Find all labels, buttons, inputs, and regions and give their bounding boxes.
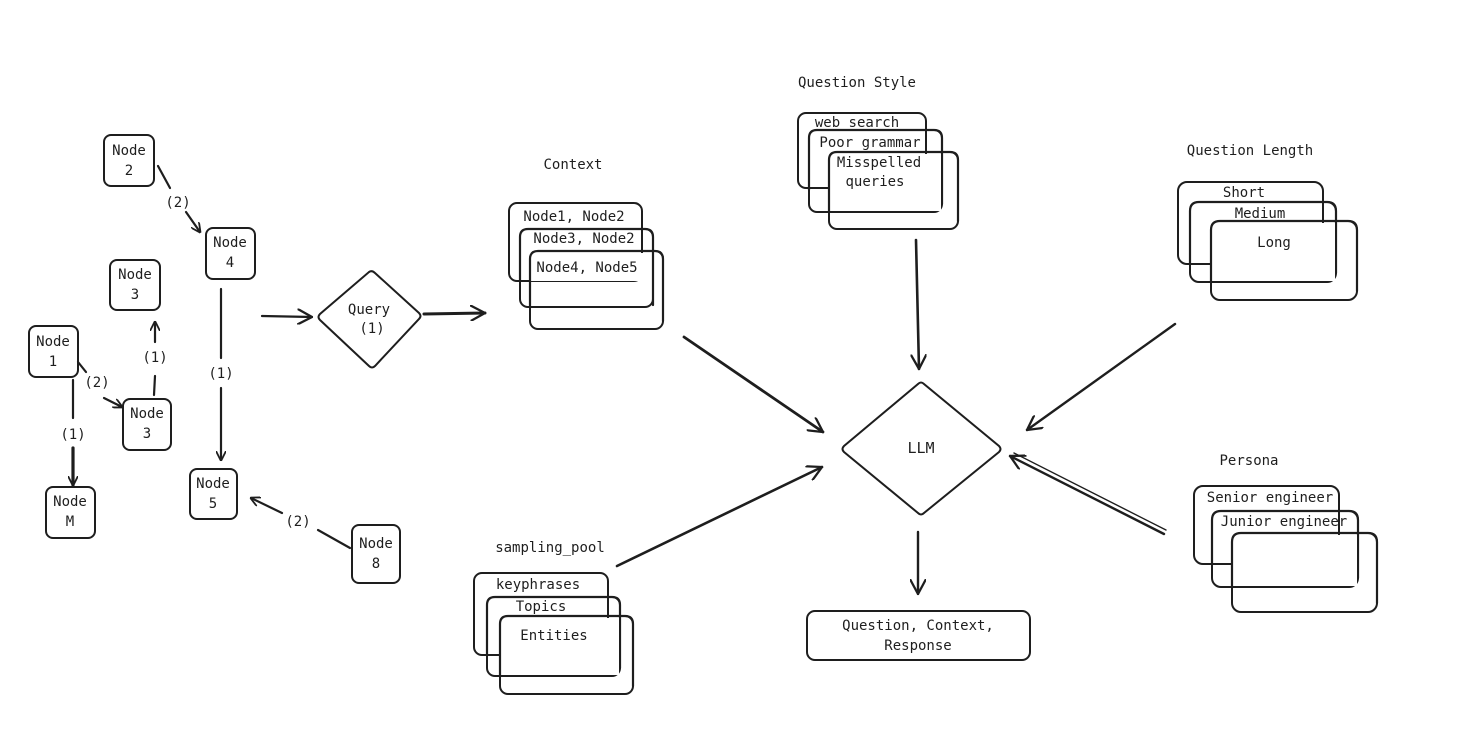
edge-node1-nodem-label: (1) xyxy=(60,427,85,443)
node-3-top: Node 3 xyxy=(109,259,161,311)
node-5-id: 5 xyxy=(209,496,217,512)
edge-node1-to-node3: (2) xyxy=(76,360,122,407)
edge-node3-to-node3: (1) xyxy=(142,320,168,397)
question-length-group: Question Length Short Medium Long xyxy=(1177,143,1359,301)
edge-node4-to-node5: (1) xyxy=(208,287,234,462)
edge-node8-to-node5: (2) xyxy=(251,498,352,550)
node-3-mid-id: 3 xyxy=(143,426,151,442)
arrow-sampling-to-llm xyxy=(615,467,822,568)
node-3-top-id: 3 xyxy=(131,287,139,303)
node-1-label: Node xyxy=(36,334,70,350)
node-8: Node 8 xyxy=(351,524,401,584)
node-2-id: 2 xyxy=(125,163,133,179)
node-1: Node 1 xyxy=(28,325,79,378)
arrow-context-to-llm xyxy=(682,335,823,434)
question-length-medium: Medium xyxy=(1235,206,1286,222)
question-style-queries: queries xyxy=(845,174,904,190)
persona-senior-engineer: Senior engineer xyxy=(1207,490,1333,506)
question-length-title: Question Length xyxy=(1187,143,1313,159)
edge-node2-to-node4: (2) xyxy=(156,164,200,232)
persona-title: Persona xyxy=(1219,453,1278,469)
edge-node1-node3-label: (2) xyxy=(84,375,109,391)
persona-group: Persona Senior engineer Junior engineer xyxy=(1193,453,1379,613)
persona-junior-engineer: Junior engineer xyxy=(1221,514,1347,530)
edge-node3-node3-label: (1) xyxy=(142,350,167,366)
node-m-id: M xyxy=(66,514,74,530)
arrow-persona-to-llm xyxy=(1010,452,1167,536)
sampling-pool-topics: Topics xyxy=(516,599,567,615)
question-style-group: Question Style web search Poor grammar M… xyxy=(797,75,960,230)
arrow-style-to-llm xyxy=(916,238,919,369)
llm-label: LLM xyxy=(907,439,934,457)
question-style-title: Question Style xyxy=(798,75,916,91)
question-style-misspelled: Misspelled xyxy=(837,155,921,171)
context-group: Context Node1, Node2 Node3, Node2 Node4,… xyxy=(508,157,665,330)
node-5-label: Node xyxy=(196,476,230,492)
output-line-2: Response xyxy=(884,638,951,654)
node-3-mid: Node 3 xyxy=(122,398,172,451)
edge-node8-node5-label: (2) xyxy=(285,514,310,530)
node-m: Node M xyxy=(45,486,96,539)
question-style-web-search: web search xyxy=(815,115,899,131)
arrow-query-to-context xyxy=(422,313,487,314)
output-box: Question, Context, Response xyxy=(806,610,1031,661)
question-length-short: Short xyxy=(1223,185,1265,201)
node-8-label: Node xyxy=(359,536,393,552)
node-2: Node 2 xyxy=(103,134,155,187)
arrow-graph-to-query xyxy=(260,316,312,317)
question-style-poor-grammar: Poor grammar xyxy=(819,135,920,151)
context-item-3: Node4, Node5 xyxy=(536,260,637,276)
question-length-long: Long xyxy=(1257,235,1291,251)
llm-diamond: LLM xyxy=(841,381,1002,516)
sampling-pool-entities: Entities xyxy=(520,628,587,644)
query-count: (1) xyxy=(359,321,384,337)
query-label: Query xyxy=(348,302,390,318)
edge-node2-node4-label: (2) xyxy=(165,195,190,211)
node-4-id: 4 xyxy=(226,255,234,271)
context-item-1: Node1, Node2 xyxy=(523,209,624,225)
context-title: Context xyxy=(543,157,602,173)
context-item-2: Node3, Node2 xyxy=(533,231,634,247)
node-4-label: Node xyxy=(213,235,247,251)
output-line-1: Question, Context, xyxy=(842,618,994,634)
node-3-top-label: Node xyxy=(118,267,152,283)
node-3-mid-label: Node xyxy=(130,406,164,422)
edge-node1-to-nodem: (1) xyxy=(60,378,86,487)
node-5: Node 5 xyxy=(189,468,238,520)
node-4: Node 4 xyxy=(205,227,256,280)
sampling-pool-group: sampling_pool keyphrases Topics Entities xyxy=(473,540,635,695)
node-1-id: 1 xyxy=(49,354,57,370)
query-diamond: Query (1) xyxy=(317,270,422,369)
node-m-label: Node xyxy=(53,494,87,510)
node-8-id: 8 xyxy=(372,556,380,572)
edge-node4-node5-label: (1) xyxy=(208,366,233,382)
sampling-pool-title: sampling_pool xyxy=(495,540,605,556)
arrow-length-to-llm xyxy=(1027,322,1177,430)
node-2-label: Node xyxy=(112,143,146,159)
sampling-pool-keyphrases: keyphrases xyxy=(496,577,580,593)
